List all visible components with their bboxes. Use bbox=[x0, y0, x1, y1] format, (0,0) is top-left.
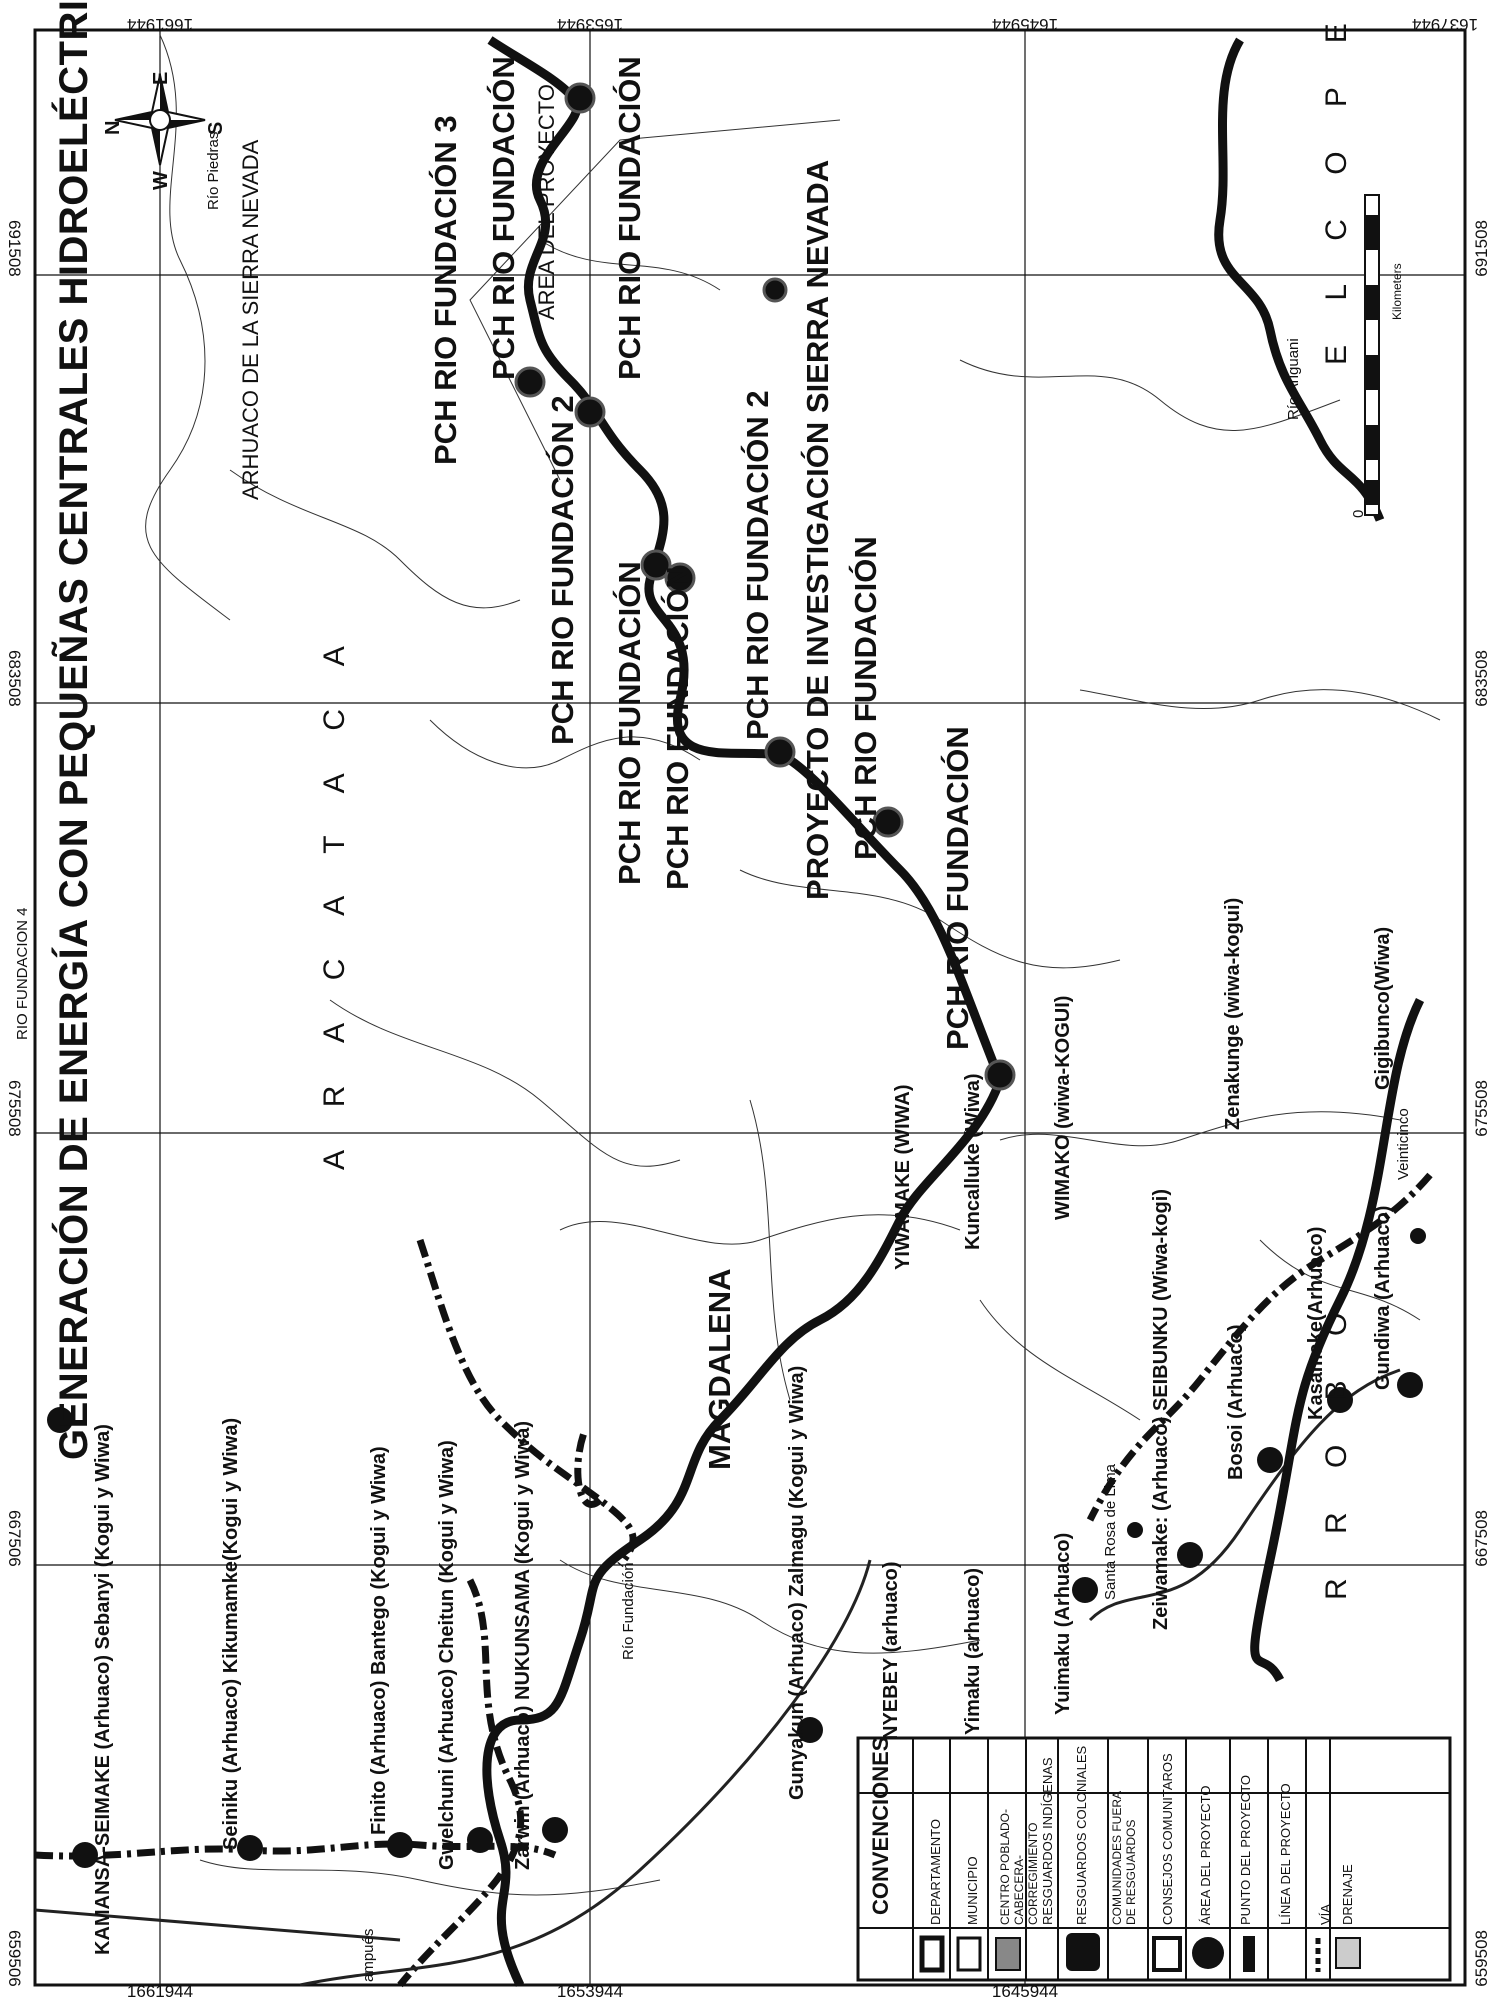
coord-left-1: 659506 bbox=[5, 1930, 24, 1987]
coord-top-4: 1637944 bbox=[1411, 15, 1479, 34]
project-label-4: PCH RIO FUNDACIÓN 2 bbox=[740, 390, 775, 740]
coord-right-5: 691508 bbox=[1472, 220, 1491, 277]
project-label-10: PCH RIO FUNDACIÓN bbox=[660, 566, 695, 890]
coordinate-grid bbox=[35, 30, 1465, 1985]
community-points bbox=[47, 1228, 1426, 1868]
coord-bottom-3: 1645944 bbox=[991, 1982, 1059, 2001]
river-piedras-label: Río Piedras bbox=[205, 131, 222, 210]
scale-zero: 0 bbox=[1350, 509, 1367, 518]
region-magdalena: MAGDALENA bbox=[702, 1268, 737, 1471]
place-campues: ampués bbox=[360, 1928, 377, 1982]
project-label-8: PCH RIO FUNDACIÓN bbox=[848, 536, 883, 860]
legend-item-8: ÁREA DEL PROYECTO bbox=[1198, 1785, 1213, 1925]
legend-item-1: DEPARTAMENTO bbox=[928, 1819, 943, 1925]
river-fundacion-label: Río Fundación bbox=[620, 1562, 637, 1660]
coord-left-3: 675508 bbox=[5, 1080, 24, 1137]
coord-top-1: 1661944 bbox=[126, 15, 194, 34]
legend-title: CONVENCIONES bbox=[868, 1736, 893, 1915]
legend-item-7: CONSEJOS COMUNITAROS bbox=[1160, 1753, 1175, 1925]
legend-item-2: MUNICIPIO bbox=[965, 1856, 980, 1925]
place-santa-rosa: Santa Rosa de Lima bbox=[1102, 1464, 1119, 1600]
project-label-5: PCH RIO FUNDACIÓN 2 bbox=[545, 395, 580, 745]
legend-item-12: DRENAJE bbox=[1340, 1864, 1355, 1925]
community-label-15: Kuncalluke (Wiwa) bbox=[962, 1073, 984, 1250]
community-label-4: Gwelchuni (Arhuaco) Cheitun (Kogui y Wiw… bbox=[436, 1440, 458, 1870]
legend-item-5: RESGUARDOS COLONIALES bbox=[1074, 1745, 1089, 1925]
north-arrow bbox=[114, 74, 206, 166]
drainage-lines bbox=[145, 34, 1441, 1896]
scale-bar bbox=[1364, 194, 1380, 516]
coord-bottom-1: 1661944 bbox=[126, 1982, 194, 2001]
community-label-3: Finito (Arhuaco) Bantego (Kogui y Wiwa) bbox=[368, 1446, 390, 1835]
map-title: GENERACIÓN DE ENERGÍA CON PEQUEÑAS CENTR… bbox=[52, 0, 96, 1460]
community-label-7: NYEBEY (arhuaco) bbox=[880, 1561, 902, 1740]
coord-right-2: 667508 bbox=[1472, 1510, 1491, 1567]
community-label-6: Gunyakun (Arhuaco) Zalmagu (Kogui y Wiwa… bbox=[786, 1365, 808, 1800]
coord-left-4: 683508 bbox=[5, 650, 24, 707]
project-line-east bbox=[1214, 37, 1385, 522]
community-label-8: Yimaku (arhuaco) bbox=[962, 1567, 984, 1735]
community-label-13: Gundiwa (Arhuaco) bbox=[1372, 1205, 1394, 1390]
project-label-1: PCH RIO FUNDACIÓN bbox=[486, 56, 521, 380]
map-frame bbox=[33, 28, 1467, 1987]
community-label-16: WIMAKO (wiwa-KOGUI) bbox=[1052, 995, 1074, 1220]
cut-top-text: RIO FUNDACION 4 bbox=[14, 907, 31, 1040]
compass-e: E bbox=[150, 71, 172, 85]
legend-item-6: COMUNIDADES FUERA DE RESGUARDOS bbox=[1110, 1791, 1138, 1925]
project-label-9: PCH RIO FUNDACIÓN bbox=[940, 726, 975, 1050]
coord-right-1: 659508 bbox=[1472, 1930, 1491, 1987]
community-label-18: Gigibunco(Wiwa) bbox=[1372, 926, 1394, 1090]
project-label-2: PCH RIO FUNDACIÓN bbox=[612, 56, 647, 380]
legend-table bbox=[856, 1736, 1452, 1982]
project-points bbox=[514, 82, 1016, 1091]
community-label-12: Kasamake(Arhuaco) bbox=[1305, 1226, 1327, 1420]
community-label-11: Bosoi (Arhuaco) bbox=[1225, 1324, 1247, 1480]
coord-right-3: 675508 bbox=[1472, 1080, 1491, 1137]
legend-item-3: CENTRO POBLADO-CABECERA-CORREGIMIENTO bbox=[998, 1808, 1040, 1925]
project-line bbox=[482, 36, 1005, 1987]
community-label-17: Zenakunge (wiwa-kogui) bbox=[1222, 897, 1244, 1130]
coord-left-5: 691508 bbox=[5, 220, 24, 277]
community-label-5: Zarwin (Arhuaco) NUKUNSAMA (Kogui y Wiwa… bbox=[512, 1420, 534, 1870]
legend-item-10: LÍNEA DEL PROYECTO bbox=[1278, 1783, 1293, 1925]
scale-unit: Kilometers bbox=[1390, 263, 1404, 320]
region-arhuaco-sierra: ARHUACO DE LA SIERRA NEVADA bbox=[238, 139, 263, 500]
region-aracataca: A R A C A T A C A bbox=[318, 628, 351, 1170]
project-label-7: PCH RIO FUNDACIÓN bbox=[612, 561, 647, 885]
compass-s: S bbox=[205, 121, 227, 135]
coord-bottom-2: 1653944 bbox=[556, 1982, 624, 2001]
coord-right-4: 683508 bbox=[1472, 650, 1491, 707]
coord-top-3: 1645944 bbox=[991, 15, 1059, 34]
legend-item-9: PUNTO DEL PROYECTO bbox=[1238, 1774, 1253, 1925]
community-label-14: YIWAMAKE (WIWA) bbox=[892, 1084, 914, 1270]
project-line-east-2 bbox=[1250, 997, 1425, 1683]
legend-item-11: VÍA bbox=[1318, 1904, 1333, 1925]
community-label-10: Zeiwamake: (Arhuaco) SEIBUNKU (Wiwa-kogi… bbox=[1150, 1189, 1172, 1630]
community-label-9: Yuimaku (Arhuaco) bbox=[1052, 1532, 1074, 1715]
coord-top-2: 1653944 bbox=[556, 15, 624, 34]
project-label-6: PCH RIO FUNDACIÓN 3 bbox=[428, 115, 463, 465]
region-el-copey: E L C O P E Y bbox=[1320, 0, 1353, 365]
compass-w: W bbox=[150, 171, 172, 190]
community-label-1: KAMANSA-SEIMAKE (Arhuaco) Sebanyi (Kogui… bbox=[92, 1424, 114, 1955]
coord-left-2: 667506 bbox=[5, 1510, 24, 1567]
project-area-label: ÁREA DEL PROYECTO bbox=[534, 84, 559, 320]
river-ariguani-label: Río Ariguani bbox=[1285, 338, 1302, 420]
project-label-3: PROYECTO DE INVESTIGACIÓN SIERRA NEVADA bbox=[800, 159, 835, 900]
legend-item-4: RESGUARDOS INDÍGENAS bbox=[1040, 1757, 1055, 1925]
place-veinticinco: Veinticinco bbox=[1395, 1108, 1412, 1180]
community-label-2: Seiniku (Arhuaco) Kikumamke(Kogui y Wiwa… bbox=[220, 1417, 242, 1850]
compass-n: N bbox=[102, 120, 124, 135]
